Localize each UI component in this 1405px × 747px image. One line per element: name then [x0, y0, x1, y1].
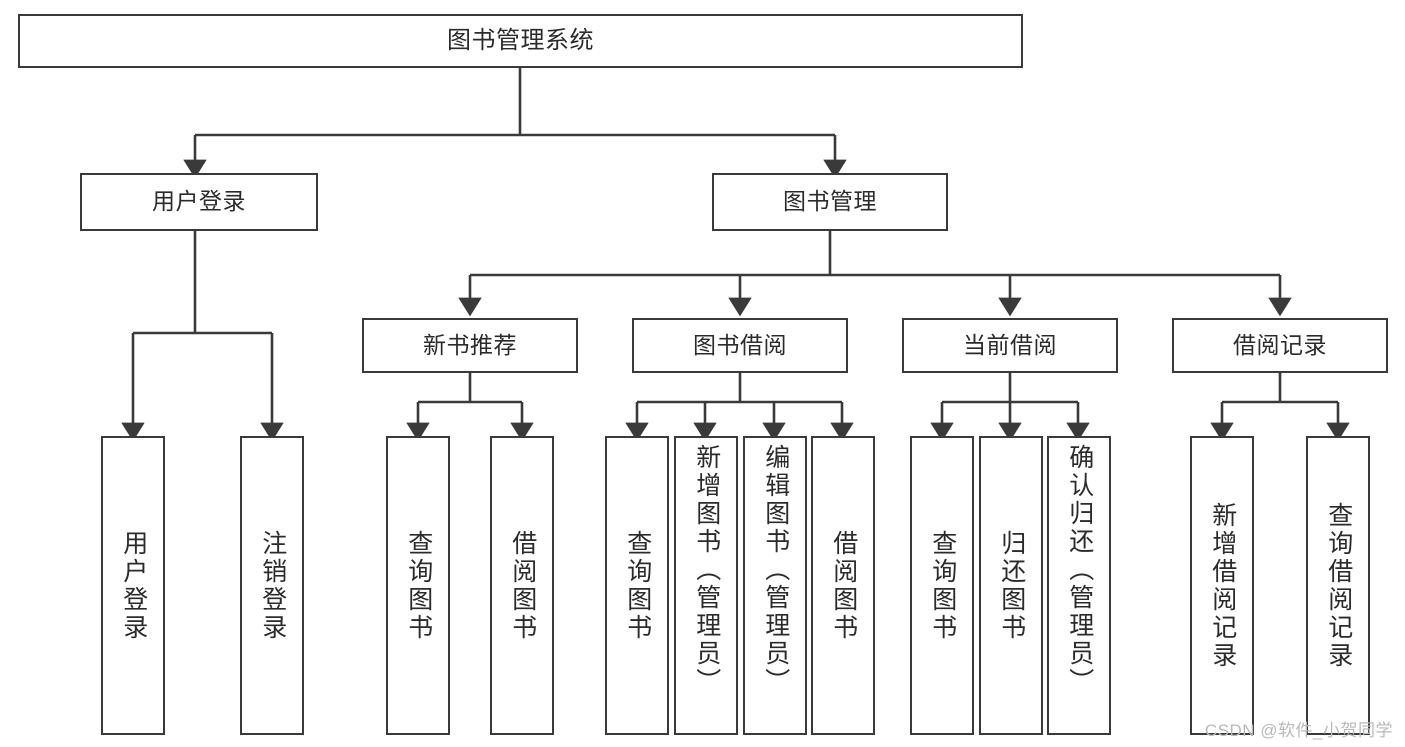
node-leaf-edit-book[interactable]: 编辑图书（管理员）: [743, 436, 807, 735]
node-label: 借阅记录: [1233, 331, 1327, 358]
node-label: 借阅图书: [829, 529, 858, 642]
vertical-text-wrap: 查询图书: [912, 438, 972, 733]
node-label: 新书推荐: [423, 331, 517, 358]
vertical-text-wrap: 确认归还（管理员）: [1049, 438, 1109, 733]
node-label: 查询借阅记录: [1324, 501, 1353, 670]
node-label: 确认归还（管理员）: [1065, 444, 1094, 696]
node-leaf-query-book-2[interactable]: 查询图书: [605, 436, 669, 735]
node-book-borrow[interactable]: 图书借阅: [632, 318, 848, 373]
node-label: 借阅图书: [508, 529, 537, 642]
node-label: 用户登录: [152, 188, 246, 215]
node-label: 用户登录: [119, 529, 148, 642]
node-label: 新增借阅记录: [1208, 501, 1237, 670]
node-label: 查询图书: [623, 529, 652, 642]
vertical-text-wrap: 归还图书: [981, 438, 1041, 733]
node-user-login[interactable]: 用户登录: [80, 173, 318, 231]
vertical-text-wrap: 注销登录: [242, 438, 302, 733]
vertical-text-wrap: 查询图书: [607, 438, 667, 733]
node-current-borrow[interactable]: 当前借阅: [902, 318, 1118, 373]
node-leaf-return-book[interactable]: 归还图书: [979, 436, 1043, 735]
node-label: 图书借阅: [693, 331, 787, 358]
node-label: 当前借阅: [963, 331, 1057, 358]
node-leaf-logout-login[interactable]: 注销登录: [240, 436, 304, 735]
vertical-text-wrap: 借阅图书: [492, 438, 552, 733]
node-leaf-add-book[interactable]: 新增图书（管理员）: [674, 436, 738, 735]
vertical-text-wrap: 用户登录: [103, 438, 163, 733]
node-borrow-record[interactable]: 借阅记录: [1172, 318, 1388, 373]
node-label: 查询图书: [928, 529, 957, 642]
node-leaf-borrow-book-2[interactable]: 借阅图书: [811, 436, 875, 735]
node-book-management-system[interactable]: 图书管理系统: [18, 14, 1023, 68]
vertical-text-wrap: 新增借阅记录: [1192, 438, 1252, 733]
node-label: 注销登录: [258, 529, 287, 642]
node-label: 新增图书（管理员）: [692, 444, 721, 696]
watermark-text: CSDN @软件_小贺同学: [1204, 721, 1393, 740]
vertical-text-wrap: 查询借阅记录: [1308, 438, 1368, 733]
vertical-text-wrap: 编辑图书（管理员）: [745, 438, 805, 733]
vertical-text-wrap: 新增图书（管理员）: [676, 438, 736, 733]
node-book-management[interactable]: 图书管理: [712, 173, 948, 231]
node-label: 图书管理: [783, 188, 877, 215]
node-new-book-recommend[interactable]: 新书推荐: [362, 318, 578, 373]
vertical-text-wrap: 借阅图书: [813, 438, 873, 733]
node-leaf-query-record[interactable]: 查询借阅记录: [1306, 436, 1370, 735]
node-leaf-confirm-return[interactable]: 确认归还（管理员）: [1047, 436, 1111, 735]
node-leaf-query-book-1[interactable]: 查询图书: [386, 436, 450, 735]
node-label: 查询图书: [404, 529, 433, 642]
vertical-text-wrap: 查询图书: [388, 438, 448, 733]
node-leaf-query-book-3[interactable]: 查询图书: [910, 436, 974, 735]
node-leaf-user-login[interactable]: 用户登录: [101, 436, 165, 735]
node-leaf-borrow-book-1[interactable]: 借阅图书: [490, 436, 554, 735]
node-leaf-add-record[interactable]: 新增借阅记录: [1190, 436, 1254, 735]
node-label: 归还图书: [997, 529, 1026, 642]
node-label: 图书管理系统: [447, 26, 594, 54]
node-label: 编辑图书（管理员）: [761, 444, 790, 696]
